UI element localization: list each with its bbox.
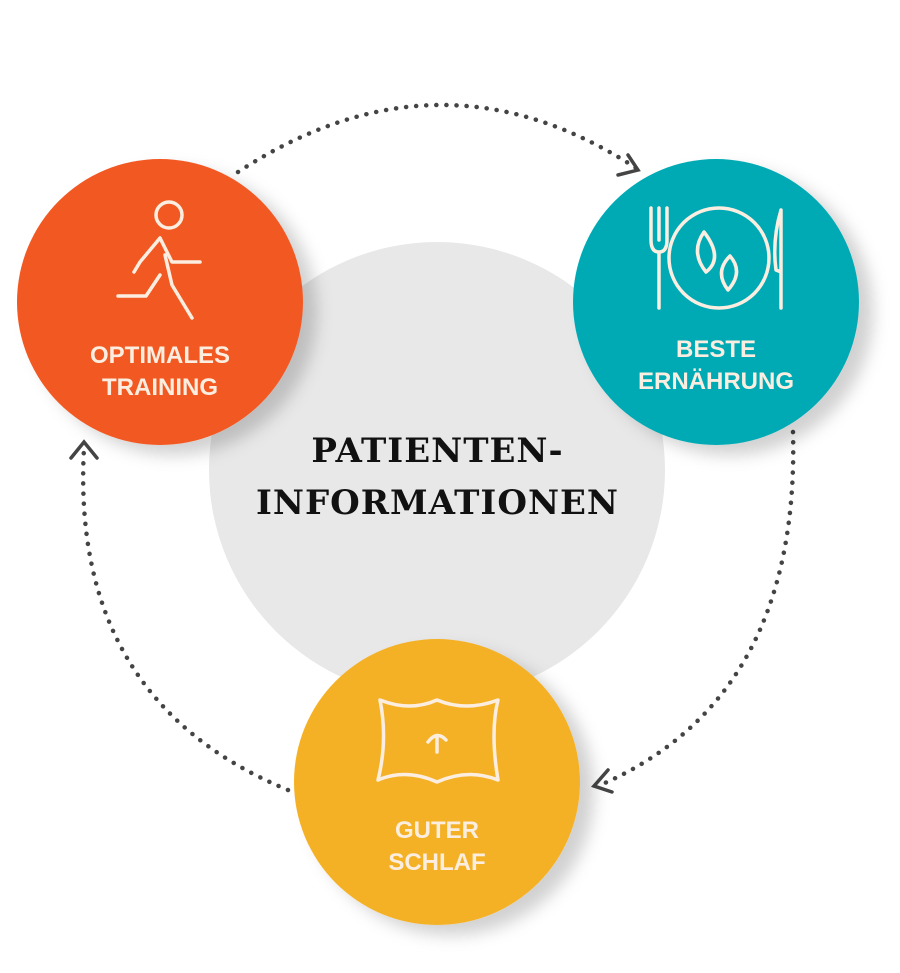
sleep-label-line2: SCHLAF [388,849,486,876]
training-label-line1: OPTIMALES [89,342,230,369]
center-title-line1: PATIENTEN- [311,431,564,471]
nutrition-label-line1: BESTE [675,336,756,363]
training-label: OPTIMALES TRAINING [40,340,280,404]
training-label-line2: TRAINING [102,374,218,401]
arrowhead-icon [616,153,641,177]
arrow-nutrition-to-sleep [595,429,796,789]
sleep-label: GUTER SCHLAF [317,815,557,879]
center-title: PATIENTEN- INFORMATIONEN [210,425,665,529]
pillow-icon [376,698,500,784]
sleep-label-line1: GUTER [395,817,479,844]
center-title-line2: INFORMATIONEN [255,483,620,523]
arrowhead-icon [590,768,614,794]
arrow-sleep-to-training [80,445,291,793]
nutrition-label: BESTE ERNÄHRUNG [596,334,836,398]
hub-circle [209,242,665,698]
training-circle [17,159,303,445]
plate-cutlery-icon [649,206,783,310]
arrowhead-icon [69,439,99,460]
nutrition-label-line2: ERNÄHRUNG [638,368,794,395]
nutrition-circle [573,159,859,445]
running-person-icon [116,200,202,320]
arrow-training-to-nutrition [235,102,639,175]
